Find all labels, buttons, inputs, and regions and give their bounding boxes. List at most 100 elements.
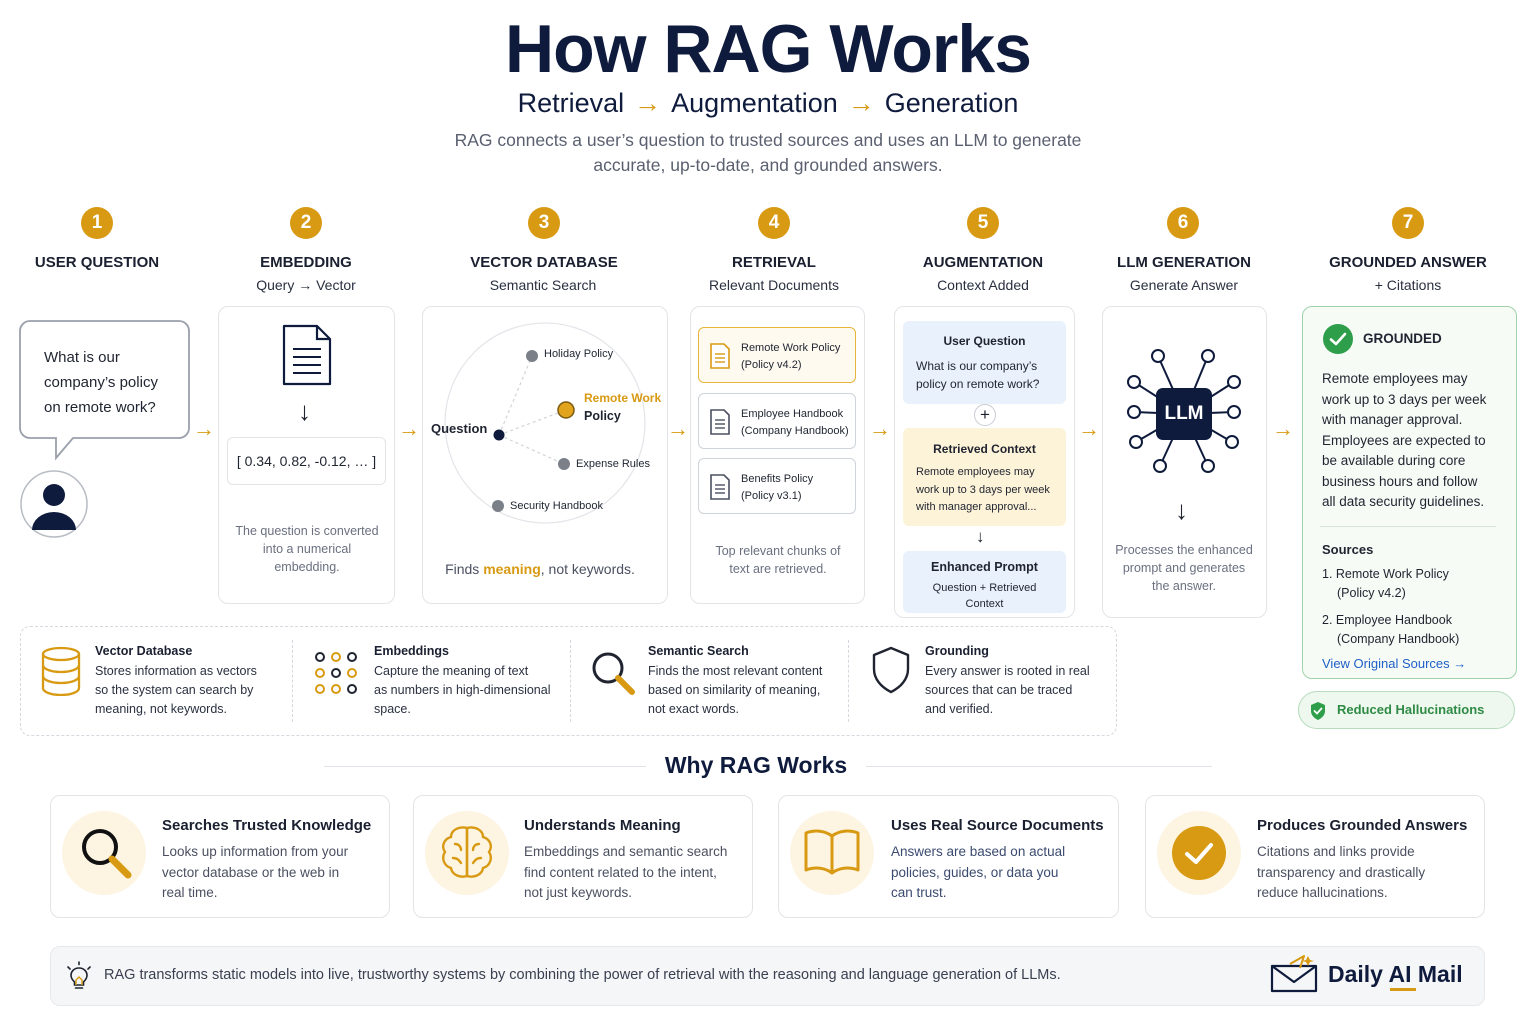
shield-icon	[872, 646, 910, 694]
retrieved-doc-1[interactable]: Remote Work Policy(Policy v4.2)	[698, 327, 856, 383]
question-point	[493, 429, 505, 441]
user-question-text: What is our company’s policy on remote w…	[44, 349, 158, 416]
vector-question-label: Question	[431, 421, 488, 436]
vector-db-caption: Finds meaning, not keywords.	[445, 561, 635, 577]
embeddings-dots-icon	[315, 652, 357, 694]
step-number-5: 5	[967, 207, 999, 239]
page-subtitle: Retrieval→Augmentation→Generation	[0, 88, 1536, 119]
info-title: Vector Database	[95, 644, 193, 658]
speech-bubble	[19, 320, 190, 461]
doc-label: Remote Work Policy(Policy v4.2)	[741, 342, 841, 371]
source-2: 2. Employee Handbook(Company Handbook)	[1322, 613, 1460, 646]
down-arrow-icon: ↓	[1175, 495, 1188, 525]
step-title-5: AUGMENTATION	[922, 254, 1044, 271]
step-title-2: EMBEDDING	[260, 254, 352, 271]
mail-logo-icon	[1270, 955, 1318, 993]
magnifier-icon	[82, 829, 132, 879]
down-arrow-icon: ↓	[976, 527, 985, 546]
step-title-4: RETRIEVAL	[732, 254, 816, 271]
holiday-label: Holiday Policy	[544, 348, 614, 360]
panel-title: Enhanced Prompt	[931, 560, 1038, 574]
document-icon	[710, 343, 730, 369]
retrieval-caption: Top relevant chunks of text are retrieve…	[715, 544, 841, 576]
flow-arrow-icon: →	[398, 416, 420, 441]
flow-arrow-icon: →	[1272, 416, 1294, 441]
grounded-badge: GROUNDED	[1363, 331, 1442, 346]
grounded-answer-card	[1302, 306, 1517, 679]
flow-arrow-icon: →	[193, 416, 215, 441]
divider	[324, 766, 646, 767]
divider	[848, 640, 849, 722]
info-title: Grounding	[925, 644, 989, 658]
remote-work-label-2: Policy	[584, 409, 621, 423]
shield-check-icon	[1311, 702, 1325, 720]
flow-arrow-icon: →	[1078, 416, 1100, 441]
reduced-hallucinations-badge: Reduced Hallucinations	[1298, 691, 1515, 729]
retrieved-doc-2[interactable]: Employee Handbook(Company Handbook)	[698, 393, 856, 449]
brand-name: Daily AI Mail	[1328, 961, 1463, 987]
why-card-title: Produces Grounded Answers	[1257, 817, 1468, 834]
retrieved-doc-3[interactable]: Benefits Policy(Policy v3.1)	[698, 458, 856, 514]
step-number-3: 3	[528, 207, 560, 239]
embedding-vector: [ 0.34, 0.82, -0.12, … ]	[227, 437, 386, 485]
page-title: How RAG Works	[504, 11, 1032, 87]
document-icon	[710, 474, 730, 500]
subtitle-retrieval: Retrieval	[517, 88, 625, 118]
why-card-title: Understands Meaning	[524, 817, 681, 834]
step-sub-5: Context Added	[937, 277, 1029, 293]
info-strip	[20, 626, 1117, 736]
why-card-title: Searches Trusted Knowledge	[162, 817, 372, 834]
sources-title: Sources	[1322, 542, 1374, 557]
step-sub-4: Relevant Documents	[709, 277, 839, 293]
footer-text: RAG transforms static models into live, …	[104, 967, 1061, 983]
remote-work-label: Remote Work	[584, 391, 662, 405]
embedding-caption: The question is converted into a numeric…	[235, 524, 379, 574]
info-title: Embeddings	[374, 644, 450, 658]
holiday-point	[526, 350, 538, 362]
source-1: 1. Remote Work Policy(Policy v4.2)	[1322, 567, 1449, 600]
expense-label: Expense Rules	[576, 458, 650, 470]
llm-card	[1102, 306, 1267, 618]
vector-space-diagram	[444, 322, 646, 524]
down-arrow-icon: ↓	[298, 396, 311, 426]
footer-banner	[50, 946, 1485, 1006]
expense-point	[558, 458, 570, 470]
check-circle-icon	[1172, 826, 1226, 880]
doc-label: Employee Handbook(Company Handbook)	[741, 408, 849, 437]
info-title: Semantic Search	[648, 644, 749, 658]
step-number-2: 2	[290, 207, 322, 239]
divider	[1320, 526, 1496, 527]
step-title-1: USER QUESTION	[34, 254, 160, 271]
divider	[570, 640, 571, 722]
flow-arrow-icon: →	[869, 416, 891, 441]
step-sub-2: Query → Vector	[256, 277, 356, 293]
step-sub-3: Semantic Search	[489, 277, 597, 293]
magnifier-icon	[592, 652, 635, 695]
remote-work-point	[557, 401, 575, 419]
step-sub-6: Generate Answer	[1129, 277, 1239, 293]
user-avatar-icon	[20, 470, 88, 538]
subtitle-generation: Generation	[884, 88, 1019, 118]
plus-icon: +	[974, 404, 996, 426]
llm-network-icon	[1127, 349, 1241, 473]
step-sub-7: + Citations	[1374, 277, 1442, 293]
divider	[292, 640, 293, 722]
doc-label: Benefits Policy(Policy v3.1)	[741, 473, 814, 502]
icon-circle	[62, 811, 146, 895]
view-original-sources-link[interactable]: View Original Sources →	[1322, 656, 1467, 671]
divider	[866, 766, 1212, 767]
step-number-7: 7	[1392, 207, 1424, 239]
